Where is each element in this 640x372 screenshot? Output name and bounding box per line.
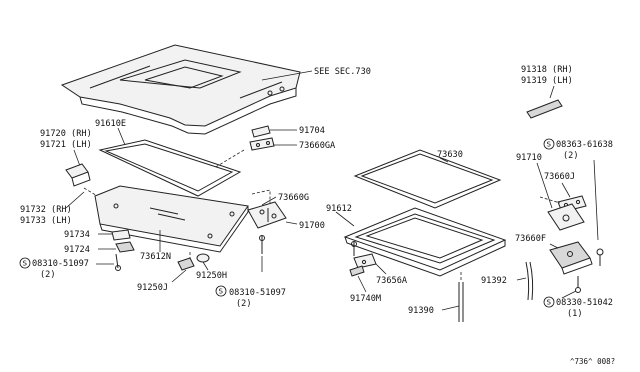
- label-91250H: 91250H: [196, 271, 227, 281]
- label-91740M: 91740M: [350, 294, 381, 304]
- label-73656A: 73656A: [376, 276, 408, 286]
- diagram-reference-code: ^736^ 008?: [570, 357, 615, 366]
- label-91732: 91732 (RH): [20, 205, 72, 215]
- part-91318-deflector: [526, 99, 563, 119]
- label-73660GA: 73660GA: [299, 141, 336, 151]
- label-73630: 73630: [437, 150, 463, 160]
- part-screw-08363: [596, 248, 604, 266]
- part-screw-08310-right: [259, 235, 265, 254]
- label-91612: 91612: [326, 204, 352, 214]
- label-91733: 91733 (LH): [20, 216, 72, 226]
- svg-text:S: S: [23, 260, 28, 268]
- svg-text:S: S: [219, 288, 224, 296]
- svg-text:S: S: [547, 141, 552, 149]
- part-91390-hose: [458, 282, 464, 322]
- roof-panel: [60, 44, 301, 135]
- part-screw-08310-left: [115, 253, 121, 271]
- label-91390: 91390: [408, 306, 434, 316]
- part-91250J: [177, 257, 195, 271]
- label-91734: 91734: [64, 230, 90, 240]
- label-73612N: 73612N: [140, 252, 171, 262]
- label-91700: 91700: [299, 221, 325, 231]
- part-91612-frame: [343, 207, 507, 277]
- part-73612N-sunshade: [94, 185, 249, 253]
- part-91724: [115, 241, 135, 253]
- label-08330-qty: (1): [567, 309, 583, 319]
- part-73656A: [353, 253, 377, 269]
- part-91710-drive: [547, 203, 585, 231]
- label-see-sec: SEE SEC.730: [314, 67, 371, 77]
- label-91704: 91704: [299, 126, 325, 136]
- label-91318: 91318 (RH): [521, 65, 573, 75]
- label-91710: 91710: [516, 153, 542, 163]
- part-91704: [251, 125, 271, 138]
- part-screw-08330: [575, 276, 581, 293]
- label-73660F: 73660F: [515, 234, 546, 244]
- screw-symbol-08310-left: S: [19, 257, 31, 269]
- label-91724: 91724: [64, 245, 90, 255]
- part-91392-hose: [525, 261, 534, 301]
- svg-text:S: S: [547, 299, 552, 307]
- part-91734: [111, 229, 131, 241]
- label-08310-center: 08310-51097: [229, 288, 286, 298]
- part-91740M: [349, 241, 365, 277]
- screw-symbol-08310-center: S: [215, 285, 227, 297]
- part-73660F: [549, 241, 593, 275]
- screw-symbol-08330: S: [543, 296, 555, 308]
- label-08363-qty: (2): [563, 151, 579, 161]
- label-91250J: 91250J: [137, 283, 168, 293]
- label-08310-left-qty: (2): [40, 270, 56, 280]
- part-73660GA: [249, 137, 275, 151]
- label-08310-center-qty: (2): [236, 299, 252, 309]
- part-91250H: [196, 253, 210, 263]
- screw-symbol-08363: S: [543, 138, 555, 150]
- label-73660J: 73660J: [544, 172, 575, 182]
- label-91721: 91721 (LH): [40, 140, 92, 150]
- label-73660G: 73660G: [278, 193, 309, 203]
- label-91610E: 91610E: [95, 119, 126, 129]
- label-91392: 91392: [481, 276, 507, 286]
- label-08330: 08330-51042: [556, 298, 613, 308]
- label-08310-left: 08310-51097: [32, 259, 89, 269]
- part-91720-sunvisor-bracket: [65, 163, 91, 187]
- label-91319: 91319 (LH): [521, 76, 573, 86]
- label-91720: 91720 (RH): [40, 129, 92, 139]
- part-91610E-seal: [98, 139, 242, 197]
- part-73630-glass: [353, 149, 502, 209]
- part-73660G-bracket: [247, 201, 287, 229]
- label-08363: 08363-61638: [556, 140, 613, 150]
